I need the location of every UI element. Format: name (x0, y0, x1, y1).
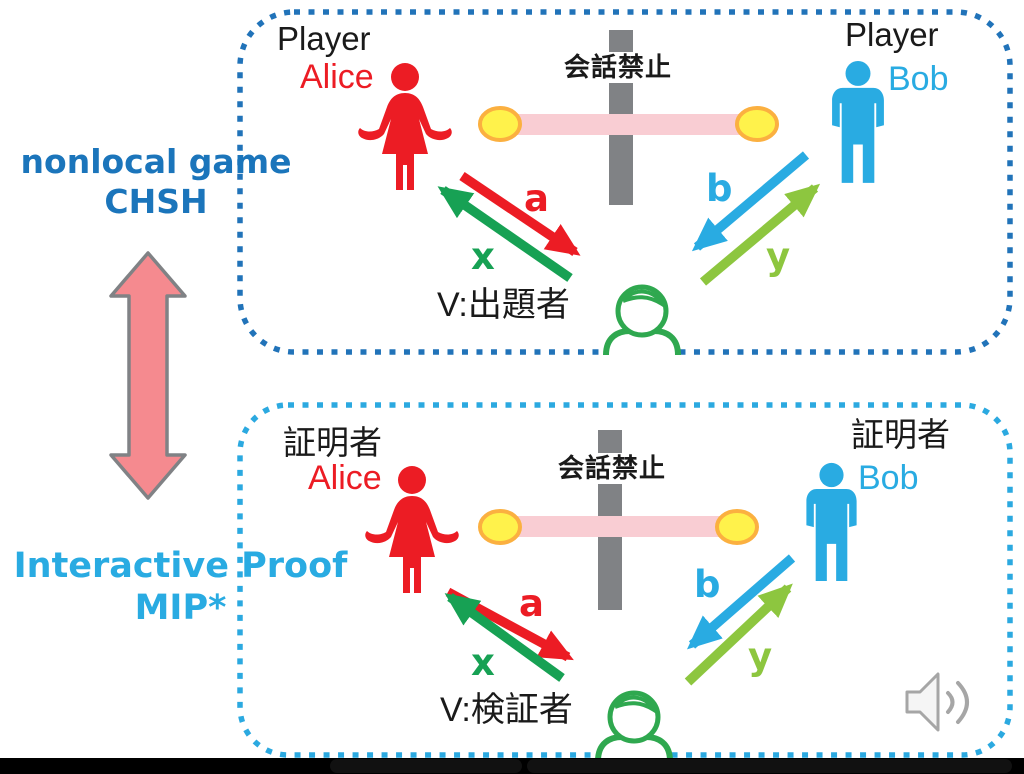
mip-question-y-arrow (684, 583, 793, 686)
mip-question-y-label: y (748, 635, 773, 678)
mip-answer-b-label: b (694, 563, 721, 606)
mip-question-x-label: x (471, 641, 495, 684)
mip-answer-a-label: a (519, 582, 544, 625)
interactive-proof-label: Interactive Proof MIP* (8, 545, 353, 629)
chsh-question-x-label: x (471, 235, 495, 278)
chsh-alice-role: Player (277, 20, 371, 57)
mip-bob-name: Bob (858, 459, 919, 497)
chsh-bob-role: Player (845, 16, 939, 53)
mip-no-talking-label: 会話禁止 (554, 453, 671, 485)
interactive-proof-label-line1: Interactive Proof (13, 546, 348, 586)
nonlocal-game-label-line1: nonlocal game (20, 142, 292, 181)
chsh-entangled-particle-right (735, 106, 779, 142)
chsh-alice-name: Alice (300, 58, 374, 96)
mip-answer-b-arrow (686, 554, 796, 650)
mip-entangled-pair-bar (478, 509, 759, 545)
chsh-verifier-label: V:出題者 (437, 286, 570, 324)
playback-bar (0, 758, 1024, 774)
chsh-question-y-arrow (699, 183, 821, 286)
mip-box-border (237, 402, 1013, 758)
chsh-answer-b-label: b (706, 167, 733, 210)
nonlocal-game-label: nonlocal game CHSH (6, 142, 306, 222)
mip-entangled-particle-right (715, 509, 759, 545)
mip-entangled-particle-left (478, 509, 522, 545)
speaker-icon[interactable] (905, 672, 969, 732)
mip-question-x-arrow (444, 593, 565, 682)
equivalence-double-arrow-icon (109, 251, 187, 500)
mip-verifier-icon (598, 693, 670, 761)
mip-answer-a-arrow (445, 587, 574, 662)
mip-verifier-label: V:検証者 (440, 691, 573, 729)
chsh-bob-name: Bob (888, 60, 949, 98)
nonlocal-game-label-line2: CHSH (104, 182, 208, 221)
chsh-bob-figure-icon (832, 60, 884, 183)
chsh-entangled-particle-left (478, 106, 522, 142)
chsh-question-x-arrow (437, 186, 573, 282)
mip-alice-role: 証明者 (283, 424, 382, 461)
interactive-proof-label-line2: MIP* (134, 588, 227, 628)
chsh-no-talking-label: 会話禁止 (560, 52, 677, 84)
chsh-entangled-pair-bar (478, 106, 779, 142)
playback-bar-segment (527, 759, 1012, 773)
chsh-verifier-icon (606, 287, 678, 355)
mip-bob-role: 証明者 (851, 416, 950, 453)
chsh-question-y-label: y (766, 235, 791, 278)
playback-bar-segment (330, 759, 522, 773)
chsh-answer-a-label: a (524, 177, 549, 220)
mip-alice-name: Alice (308, 459, 382, 497)
mip-bob-figure-icon (806, 462, 857, 582)
chsh-answer-b-arrow (691, 151, 810, 252)
chsh-answer-a-arrow (459, 172, 581, 256)
